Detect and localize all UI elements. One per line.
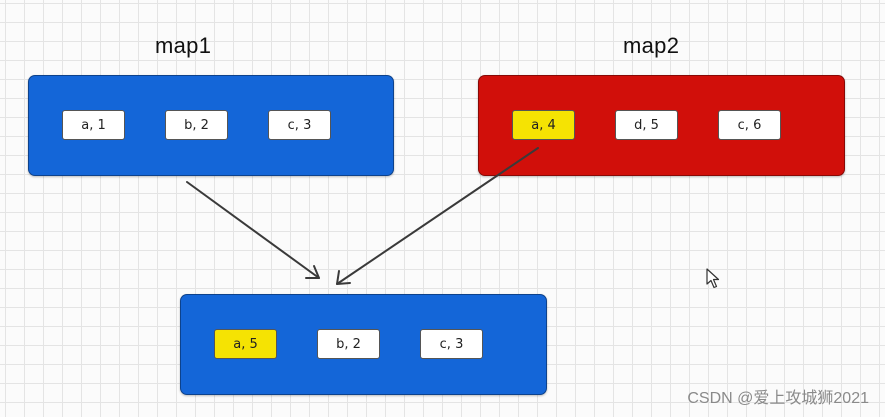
map2-title: map2 (623, 33, 680, 58)
map1-title: map1 (155, 33, 212, 58)
map1-entry-a: a, 1 (62, 110, 125, 140)
csdn-watermark: CSDN @爱上攻城狮2021 (687, 390, 869, 407)
arrowhead-map2 (336, 270, 351, 285)
result-entry-a: a, 5 (214, 329, 277, 359)
mouse-pointer-icon (706, 268, 720, 289)
map2-entry-c: c, 6 (718, 110, 781, 140)
map2-entry-a: a, 4 (512, 110, 575, 140)
arrowhead-map1 (305, 265, 320, 279)
map1-entry-c: c, 3 (268, 110, 331, 140)
result-entry-b: b, 2 (317, 329, 380, 359)
map2-entry-d: d, 5 (615, 110, 678, 140)
result-entry-c: c, 3 (420, 329, 483, 359)
map1-entry-b: b, 2 (165, 110, 228, 140)
arrow-map1-to-result (186, 181, 320, 279)
